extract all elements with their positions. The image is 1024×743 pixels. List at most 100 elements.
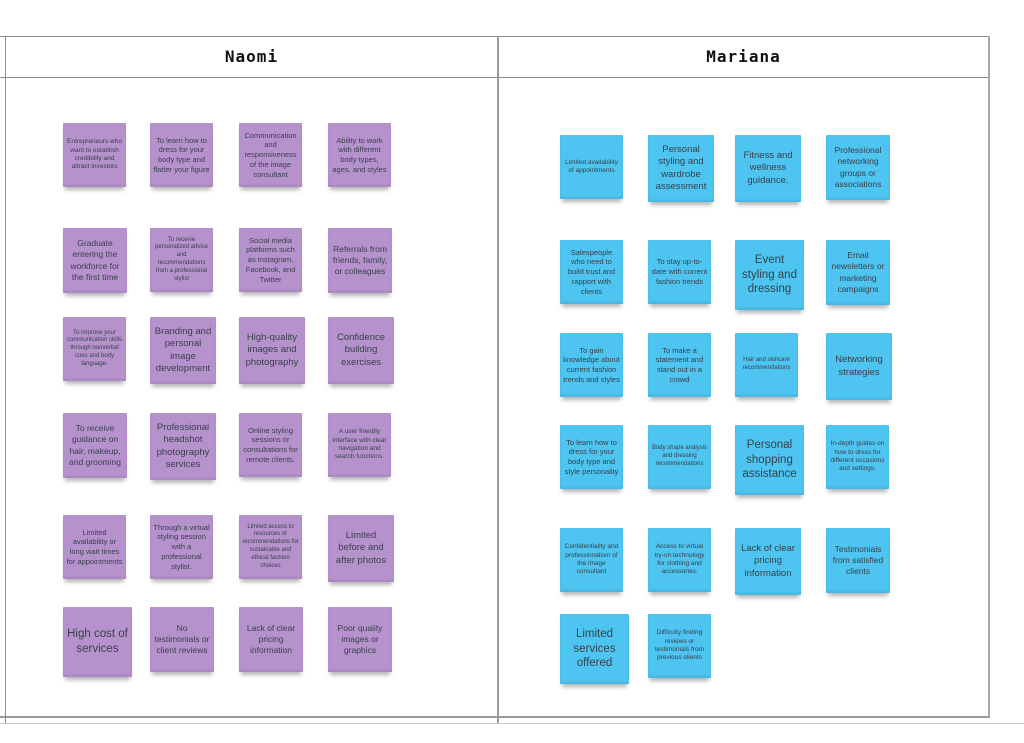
- sticky-note[interactable]: Limited access to resources or recommend…: [239, 515, 302, 579]
- table-border-right: [988, 36, 990, 717]
- sticky-note[interactable]: A user friendly interface with clear nav…: [328, 413, 391, 477]
- sticky-note[interactable]: Limited availability or long wait times …: [63, 515, 126, 579]
- sticky-note-text: Personal shopping assistance: [742, 438, 797, 481]
- sticky-note-text: Lack of clear pricing information: [741, 542, 795, 579]
- sticky-note-text: High-quality images and photography: [245, 331, 299, 368]
- sticky-note[interactable]: Entrepreneurs who want to establish cred…: [63, 123, 126, 187]
- sticky-note-text: Poor quality images or graphics: [337, 622, 383, 656]
- sticky-note-text: No testimonials or client reviews: [154, 622, 210, 656]
- table-column-divider: [497, 36, 499, 723]
- sticky-note-text: Online styling sessions or consultations…: [243, 425, 298, 464]
- sticky-note[interactable]: To receive guidance on hair, makeup, and…: [63, 413, 127, 478]
- sticky-note-text: To learn how to dress for your body type…: [564, 437, 619, 476]
- sticky-note-text: Lack of clear pricing information: [246, 622, 296, 656]
- sticky-note-text: Personal styling and wardrobe assessment: [655, 143, 707, 192]
- sticky-note[interactable]: Branding and personal image development: [150, 317, 216, 384]
- sticky-note-text: In-depth guides on how to dress for diff…: [830, 440, 885, 473]
- sticky-note[interactable]: Event styling and dressing: [735, 240, 804, 310]
- sticky-note[interactable]: Body shape analysis and dressing recomme…: [648, 425, 711, 489]
- sticky-note[interactable]: In-depth guides on how to dress for diff…: [826, 425, 889, 489]
- sticky-note[interactable]: Social media platforms such as Instagram…: [239, 228, 302, 292]
- sticky-note[interactable]: To receive personalized advice and recom…: [150, 228, 213, 292]
- sticky-note[interactable]: To improve your communication skills thr…: [63, 317, 126, 381]
- sticky-note-text: To receive personalized advice and recom…: [154, 236, 209, 282]
- sticky-note-text: Email newsletters or marketing campaigns: [831, 250, 885, 294]
- column-header-mariana[interactable]: Mariana: [706, 47, 781, 66]
- sticky-note[interactable]: High cost of services: [63, 607, 132, 677]
- sticky-note[interactable]: Poor quality images or graphics: [328, 607, 392, 672]
- sticky-note-text: To gain knowledge about current fashion …: [563, 345, 620, 384]
- sticky-note-text: Body shape analysis and dressing recomme…: [651, 445, 708, 467]
- sticky-note-text: Through a virtual styling session with a…: [153, 522, 210, 571]
- sticky-note[interactable]: Personal styling and wardrobe assessment: [648, 135, 714, 202]
- sticky-note-text: Limited access to resources or recommend…: [242, 523, 299, 569]
- sticky-note-text: Networking strategies: [835, 354, 883, 378]
- sticky-note[interactable]: Professional networking groups or associ…: [826, 135, 890, 200]
- sticky-note[interactable]: Confidence building exercises: [328, 317, 394, 384]
- sticky-note[interactable]: Professional headshot photography servic…: [150, 413, 216, 480]
- sticky-note-text: Limited services offered: [573, 627, 616, 670]
- sticky-note-text: Branding and personal image development: [154, 325, 212, 374]
- sticky-note-text: To make a statement and stand out in a c…: [655, 345, 704, 384]
- sticky-note[interactable]: Confidentiality and professionalism of t…: [560, 528, 623, 592]
- sticky-note[interactable]: Difficulty finding reviews or testimonia…: [648, 614, 711, 678]
- sticky-note-text: Social media platforms such as Instagram…: [245, 235, 296, 284]
- sticky-note[interactable]: To make a statement and stand out in a c…: [648, 333, 711, 397]
- sticky-note[interactable]: Salespeople who need to build trust and …: [560, 240, 623, 304]
- sticky-note[interactable]: Access to virtual try-on technology for …: [648, 528, 711, 592]
- sticky-note[interactable]: To learn how to dress for your body type…: [560, 425, 623, 489]
- sticky-note-text: Event styling and dressing: [742, 253, 797, 296]
- sticky-note[interactable]: No testimonials or client reviews: [150, 607, 214, 672]
- sticky-note[interactable]: To stay up-to-date with current fashion …: [648, 240, 711, 304]
- sticky-note-text: Salespeople who need to build trust and …: [567, 247, 616, 296]
- sticky-note[interactable]: Personal shopping assistance: [735, 425, 804, 495]
- sticky-note-text: Testimonials from satisfied clients: [832, 543, 884, 577]
- sticky-note[interactable]: Limited services offered: [560, 614, 629, 684]
- sticky-note-text: Confidence building exercises: [336, 331, 386, 368]
- sticky-note[interactable]: Fitness and wellness guidance.: [735, 135, 801, 202]
- sticky-note-text: Hair and skincare recommendations: [742, 357, 791, 371]
- table-border-top: [0, 36, 990, 37]
- sticky-note[interactable]: To learn how to dress for your body type…: [150, 123, 213, 187]
- sticky-note[interactable]: Testimonials from satisfied clients: [826, 528, 890, 593]
- sticky-note-text: To stay up-to-date with current fashion …: [651, 257, 708, 286]
- sticky-note[interactable]: To gain knowledge about current fashion …: [560, 333, 623, 397]
- sticky-note-text: Professional headshot photography servic…: [156, 421, 210, 470]
- sticky-note[interactable]: Referrals from friends, family, or colle…: [328, 228, 392, 293]
- sticky-note[interactable]: Through a virtual styling session with a…: [150, 515, 213, 579]
- sticky-note-text: Limited availability of appointments: [565, 158, 618, 174]
- sticky-note-text: Confidentiality and professionalism of t…: [564, 543, 619, 576]
- sticky-note-text: High cost of services: [67, 628, 128, 655]
- sticky-note[interactable]: Online styling sessions or consultations…: [239, 413, 302, 477]
- sticky-note[interactable]: Email newsletters or marketing campaigns: [826, 240, 890, 305]
- sticky-note[interactable]: Limited before and after photos: [328, 515, 394, 582]
- sticky-note-text: Access to virtual try-on technology for …: [654, 543, 705, 576]
- sticky-note[interactable]: Communication and responsiveness of the …: [239, 123, 302, 187]
- table-border-left: [5, 36, 6, 723]
- sticky-note[interactable]: Networking strategies: [826, 333, 892, 400]
- column-header-naomi[interactable]: Naomi: [224, 47, 279, 66]
- sticky-note-text: Ability to work with different body type…: [332, 135, 387, 174]
- sticky-note-text: Professional networking groups or associ…: [834, 145, 882, 189]
- sticky-note-text: Fitness and wellness guidance.: [743, 149, 793, 186]
- sticky-note[interactable]: Graduate entering the workforce for the …: [63, 228, 127, 293]
- sticky-note-text: Limited before and after photos: [335, 529, 387, 566]
- sticky-note[interactable]: Lack of clear pricing information: [239, 607, 303, 672]
- sticky-note[interactable]: Lack of clear pricing information: [735, 528, 801, 595]
- sticky-note[interactable]: High-quality images and photography: [239, 317, 305, 384]
- table-header-separator: [0, 77, 990, 78]
- table-next-row-line: [0, 723, 1024, 724]
- sticky-note-text: To improve your communication skills thr…: [66, 329, 123, 367]
- sticky-note-text: Graduate entering the workforce for the …: [70, 238, 120, 282]
- sticky-note-text: Entrepreneurs who want to establish cred…: [67, 138, 122, 171]
- sticky-note[interactable]: Ability to work with different body type…: [328, 123, 391, 187]
- sticky-note-text: Communication and responsiveness of the …: [244, 130, 297, 179]
- sticky-note-text: Referrals from friends, family, or colle…: [332, 243, 388, 277]
- sticky-note[interactable]: Hair and skincare recommendations: [735, 333, 798, 397]
- table-border-bottom: [0, 716, 990, 718]
- sticky-note-text: To receive guidance on hair, makeup, and…: [69, 423, 121, 467]
- sticky-note[interactable]: Limited availability of appointments: [560, 135, 623, 199]
- sticky-note-text: Difficulty finding reviews or testimonia…: [654, 629, 705, 662]
- sticky-note-text: Limited availability or long wait times …: [66, 527, 123, 566]
